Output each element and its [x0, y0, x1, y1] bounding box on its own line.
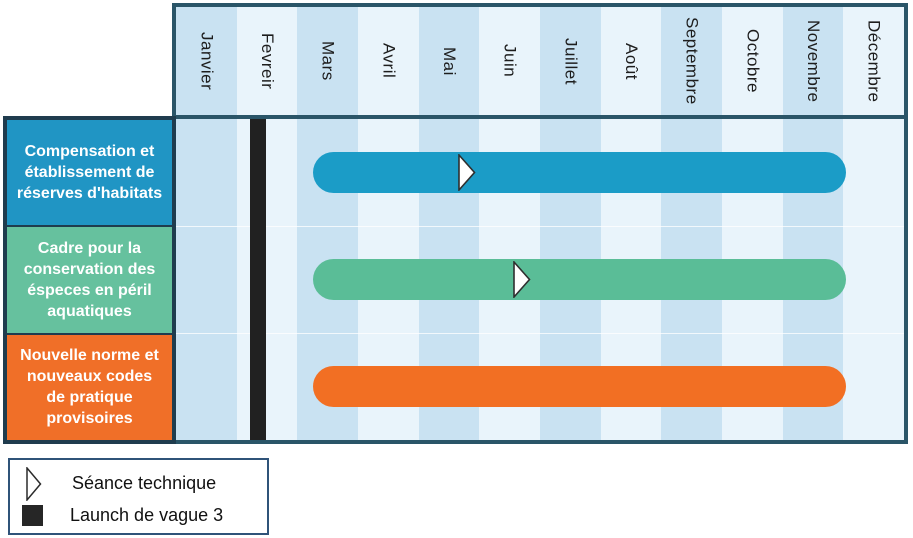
launch-milestone-bar	[250, 119, 266, 440]
month-column-header: Mars	[297, 7, 359, 115]
seance-marker-icon	[458, 154, 476, 191]
legend-box: Séance technique Launch de vague 3	[8, 458, 269, 535]
chart-body	[176, 119, 904, 440]
task-bar	[312, 152, 847, 193]
task-bar	[312, 366, 847, 407]
row-separator	[176, 333, 904, 334]
month-label: Juillet	[561, 37, 581, 85]
task-label: Nouvelle norme et nouveaux codes de prat…	[7, 334, 172, 440]
month-label: Août	[622, 42, 642, 80]
task-label: Compensation et établissement de réserve…	[7, 120, 172, 226]
legend-item-launch: Launch de vague 3	[16, 505, 261, 527]
month-axis: Janvier Fevreir Mars Avril Mai Juin Juillet Aoû…	[176, 7, 905, 119]
month-label: Mai	[440, 46, 460, 76]
month-column-header: Août	[600, 7, 662, 115]
row-separator	[176, 226, 904, 227]
legend-label-launch: Launch de vague 3	[70, 505, 224, 526]
month-label: Juin	[500, 44, 520, 78]
month-column-header: Avril	[358, 7, 419, 115]
seance-triangle-icon	[26, 465, 42, 502]
month-label: Octobre	[743, 29, 763, 93]
month-label: Avril	[379, 43, 399, 79]
month-column-header: Octobre	[722, 7, 783, 115]
month-column-header: Mai	[418, 7, 480, 115]
seance-marker-icon	[512, 261, 531, 298]
month-column-header: Novembre	[782, 7, 844, 115]
month-label: Novembre	[804, 19, 824, 103]
task-bar	[312, 259, 847, 300]
month-label: Décembre	[864, 19, 884, 103]
task-label: Cadre pour la conservation des éspeces e…	[7, 227, 172, 333]
launch-square-icon	[22, 505, 43, 527]
chart-frame: Janvier Fevreir Mars Avril Mai Juin Juillet Aoû…	[172, 3, 908, 444]
month-label: Fevreir	[258, 32, 277, 90]
month-column-header: Fevreir	[236, 7, 298, 115]
legend-item-seance: Séance technique	[16, 465, 261, 502]
month-label: Janvier	[197, 31, 217, 91]
task-label-column: Compensation et établissement de réserve…	[3, 116, 176, 444]
month-label: Septembre	[682, 17, 702, 105]
month-column-band	[843, 119, 904, 440]
month-column-header: Décembre	[843, 7, 905, 115]
month-column-band	[236, 119, 298, 440]
month-column-header: Juillet	[540, 7, 601, 115]
month-column-header: Septembre	[661, 7, 723, 115]
month-column-header: Juin	[479, 7, 541, 115]
month-column-header: Janvier	[176, 7, 237, 115]
month-column-band	[176, 119, 237, 440]
legend-label-seance: Séance technique	[72, 473, 217, 494]
month-label: Mars	[318, 41, 338, 81]
